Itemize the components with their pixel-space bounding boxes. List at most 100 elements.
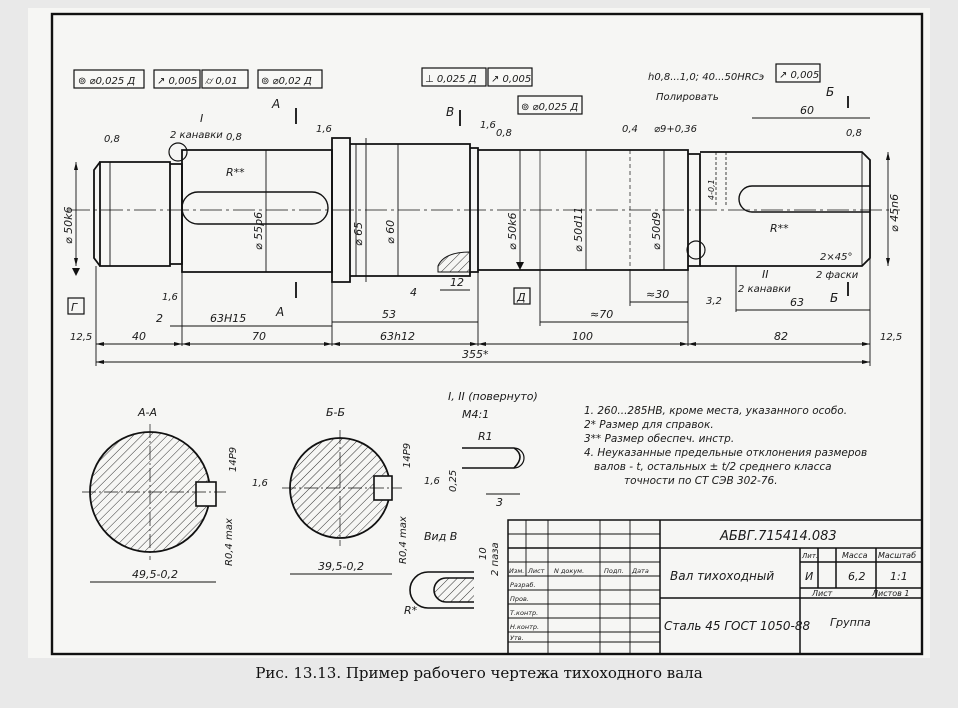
paper bbox=[28, 8, 930, 658]
tb-role-1: Разраб. bbox=[510, 581, 536, 589]
grooves-right-label: 2 канавки bbox=[738, 284, 791, 295]
title-block-grid bbox=[507, 519, 923, 655]
polish-note: Полировать bbox=[656, 92, 719, 103]
view-v-title: Вид В bbox=[424, 530, 457, 543]
diameter-65: ⌀ 65 bbox=[352, 222, 365, 246]
designation: АБВГ.715414.083 bbox=[719, 529, 837, 544]
tb-role-4: Н.контр. bbox=[510, 623, 539, 631]
tolerance-frame-4: ⊚ ⌀0,02 Д bbox=[261, 76, 312, 87]
section-aa-roughness: 1,6 bbox=[252, 478, 268, 489]
diameter-45n6: ⌀ 45n6 bbox=[888, 194, 901, 232]
section-b-bottom: Б bbox=[830, 291, 838, 305]
shaft-outline bbox=[68, 137, 900, 283]
sheets-label: Листов 1 bbox=[871, 589, 910, 598]
view-v-height: 10 bbox=[478, 547, 489, 560]
hardness-note: h0,8...1,0; 40...50HRCэ bbox=[648, 72, 764, 83]
diameter-50k6-right: ⌀ 50k6 bbox=[506, 213, 519, 251]
section-a-top: А bbox=[271, 97, 280, 111]
section-a-bottom: А bbox=[275, 305, 284, 319]
datum-d-marker bbox=[516, 262, 524, 270]
datum-d-box bbox=[513, 287, 531, 305]
note-1: 1. 260...285HB, кроме места, указанного … bbox=[584, 405, 847, 417]
section-b-top: Б bbox=[826, 85, 834, 99]
mass-label: Масса bbox=[842, 551, 868, 560]
roughness-125-a: 12,5 bbox=[70, 332, 92, 343]
dim-4: 4 bbox=[410, 286, 417, 299]
lit-value: И bbox=[805, 570, 813, 583]
group-label: Группа bbox=[830, 616, 871, 629]
tb-role-2: Пров. bbox=[510, 595, 529, 603]
dim-53: 53 bbox=[382, 308, 396, 321]
diameter-60: ⌀ 60 bbox=[384, 220, 397, 244]
view-v-radius: R* bbox=[404, 604, 418, 617]
figure-caption: Рис. 13.13. Пример рабочего чертежа тихо… bbox=[255, 664, 703, 682]
view-v-shape bbox=[409, 571, 474, 609]
detail-scale: М4:1 bbox=[462, 408, 489, 421]
section-aa-shape bbox=[82, 424, 226, 583]
detail-radius: R1 bbox=[478, 430, 493, 443]
tb-role-3: Т.контр. bbox=[510, 609, 538, 617]
roughness-32: 3,2 bbox=[706, 296, 722, 307]
roughness-08-d: 0,8 bbox=[846, 128, 862, 139]
local-section-hatch bbox=[437, 251, 471, 273]
section-aa-radius: R0,4 max bbox=[224, 518, 235, 566]
diameter-50k6-left: ⌀ 50k6 bbox=[62, 207, 75, 245]
section-bb-title: Б-Б bbox=[326, 406, 345, 419]
roughness-polish: 0,4 bbox=[622, 124, 638, 135]
dim-12: 12 bbox=[450, 276, 464, 289]
dim-63: 63 bbox=[790, 296, 804, 309]
roughness-16-b: 1,6 bbox=[316, 124, 332, 135]
datum-d-letter: Д bbox=[516, 291, 526, 304]
tb-col-izm: Изм. bbox=[509, 567, 524, 575]
detail-title: I, II (повернуто) bbox=[448, 390, 538, 403]
scale-label: Масштаб bbox=[878, 551, 916, 560]
roughness-16-a: 1,6 bbox=[162, 292, 178, 303]
lit-label: Лит. bbox=[801, 552, 818, 560]
dimension-arrows bbox=[74, 152, 890, 364]
detail-height: 0,25 bbox=[448, 470, 459, 492]
dimension-lines bbox=[75, 117, 889, 366]
dim-63h15: 63H15 bbox=[210, 312, 246, 325]
roughness-08-c: 0,8 bbox=[496, 128, 512, 139]
tb-col-sign: Подп. bbox=[604, 567, 624, 575]
diameter-50d11: ⌀ 50d11 bbox=[572, 207, 585, 252]
roughness-08-b: 0,8 bbox=[226, 132, 242, 143]
drawing-frame bbox=[50, 12, 924, 656]
section-bb-width: 14P9 bbox=[402, 443, 413, 468]
note-2: 2* Размер для справок. bbox=[584, 419, 714, 431]
tb-col-doc: N докум. bbox=[554, 567, 584, 575]
keyway-depth: 4-0,1 bbox=[707, 179, 716, 200]
material: Сталь 45 ГОСТ 1050-88 bbox=[664, 619, 811, 633]
datum-g-letter: Г bbox=[71, 301, 78, 314]
detail-groove-shape bbox=[462, 447, 525, 495]
note-3: 3** Размер обеспеч. инстр. bbox=[584, 433, 734, 445]
diameter-55p6: ⌀ 55p6 bbox=[252, 212, 265, 250]
radius-right-label: R** bbox=[770, 222, 789, 235]
mass-value: 6,2 bbox=[848, 570, 866, 583]
section-bb-depth: 39,5-0,2 bbox=[318, 560, 364, 573]
tolerance-frame-5: ⊥ 0,025 Д bbox=[425, 74, 477, 85]
tb-role-5: Утв. bbox=[510, 634, 524, 642]
note-6: точности по СТ СЭВ 302-76. bbox=[624, 475, 778, 487]
tolerance-frame-3: ⌭ 0,01 bbox=[205, 76, 238, 87]
sheet-label: Лист bbox=[811, 589, 833, 598]
dim-approx-30: ≈30 bbox=[646, 288, 669, 301]
tolerance-frame-7: ⊚ ⌀0,025 Д bbox=[521, 102, 578, 113]
section-aa-depth: 49,5-0,2 bbox=[132, 568, 178, 581]
note-4: 4. Неуказанные предельные отклонения раз… bbox=[584, 447, 867, 459]
dim-approx-70: ≈70 bbox=[590, 308, 613, 321]
dim-40: 40 bbox=[132, 330, 146, 343]
dim-82: 82 bbox=[774, 330, 788, 343]
datum-g-marker bbox=[72, 268, 80, 276]
dim-355: 355* bbox=[462, 348, 489, 361]
tolerance-frame-6: ↗ 0,005 bbox=[491, 74, 531, 85]
view-v-width: 2 паза bbox=[490, 542, 501, 576]
dim-100: 100 bbox=[572, 330, 593, 343]
chamfers-label: 2 фаски bbox=[816, 270, 859, 281]
datum-g-box bbox=[67, 297, 85, 315]
roughness-16-c: 1,6 bbox=[480, 120, 496, 131]
tb-col-date: Дата bbox=[631, 567, 649, 575]
dim-60: 60 bbox=[800, 104, 814, 117]
detail-two-mark: II bbox=[762, 268, 769, 281]
